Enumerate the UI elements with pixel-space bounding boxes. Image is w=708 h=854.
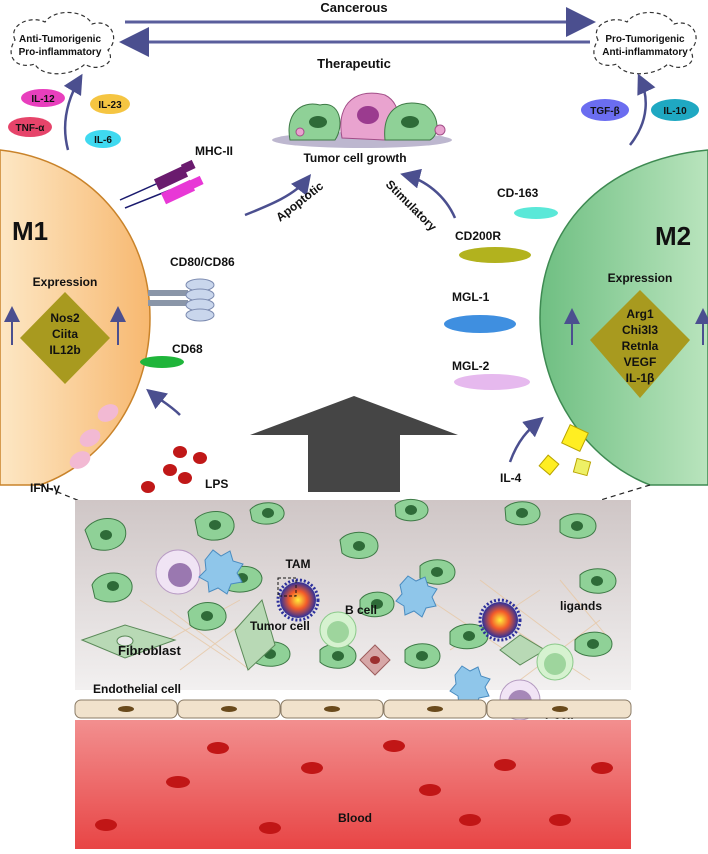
endothelial-label: Endothelial cell (93, 682, 181, 696)
cd200r-label: CD200R (455, 229, 501, 243)
m1-title: M1 (12, 216, 48, 246)
stimulatory-label: Stimulatory (383, 177, 440, 234)
m1-secretion-arrow (63, 73, 83, 151)
il23-pill (90, 94, 130, 114)
dendritic-cell-1 (198, 549, 244, 595)
left-cloud-line2: Pro-inflammatory (19, 47, 102, 58)
dendritic-cell-3 (449, 665, 491, 708)
m2-gene-box (590, 290, 690, 398)
cd163-label: CD-163 (497, 186, 539, 200)
endothelial-layer (74, 699, 632, 719)
tam-cell-1 (276, 578, 320, 622)
cd68-marker (140, 356, 184, 368)
left-cloud: Anti-Tumorigenic Pro-inflammatory (10, 11, 115, 75)
m1-gene-3: IL12b (49, 343, 80, 357)
m1-cytokines: IL-12 IL-23 TNF-α IL-6 (8, 89, 130, 148)
m2-secretion-arrow (629, 73, 656, 146)
il23-label: IL-23 (98, 100, 122, 111)
mgl1-label: MGL-1 (452, 290, 490, 304)
m1-expression-label: Expression (33, 275, 98, 289)
m2-expression-label: Expression (608, 271, 673, 285)
right-cloud-line1: Pro-Tumorigenic (605, 34, 685, 45)
tgf-label: TGF-β (590, 106, 619, 117)
mgl2-label: MGL-2 (452, 359, 490, 373)
tnf-label: TNF-α (16, 123, 46, 134)
m2-gene-3: Retnla (622, 339, 659, 353)
tumor-growth-label: Tumor cell growth (303, 151, 406, 165)
mgl1-marker (444, 315, 516, 333)
il10-label: IL-10 (663, 106, 687, 117)
central-up-arrow (250, 396, 458, 492)
tnf-pill (8, 117, 52, 137)
mhc-ii-receptor (119, 159, 204, 209)
tgf-pill (581, 99, 629, 121)
mgl2-marker (454, 374, 530, 390)
cd163-marker (514, 207, 558, 219)
m2-gene-5: IL-1β (626, 371, 655, 385)
cd80-cd86-receptor (148, 278, 215, 322)
tumor-cell-label: Tumor cell (250, 619, 310, 633)
il6-label: IL-6 (94, 135, 112, 146)
il4-label: IL-4 (500, 471, 522, 485)
tam-cell-2 (478, 598, 522, 642)
m1-gene-box (20, 292, 110, 384)
tumor-cluster (272, 92, 452, 148)
il10-pill (651, 99, 699, 121)
blood-label: Blood (338, 811, 372, 825)
fibroblast-label: Fibroblast (118, 643, 182, 658)
m2-gene-4: VEGF (624, 355, 657, 369)
il6-pill (85, 130, 121, 148)
therapeutic-label: Therapeutic (317, 56, 391, 71)
left-cloud-line1: Anti-Tumorigenic (19, 34, 101, 45)
ligands-label: ligands (560, 599, 602, 613)
m1-gene-1: Nos2 (50, 311, 80, 325)
cancerous-label: Cancerous (320, 0, 387, 15)
fibroblast-cell-2 (234, 598, 276, 671)
b-cell-2 (536, 643, 574, 681)
right-cloud: Pro-Tumorigenic Anti-inflammatory (593, 11, 697, 75)
b-cell-label: B cell (345, 603, 377, 617)
tam-label: TAM (285, 557, 310, 571)
m2-gene-1: Arg1 (626, 307, 654, 321)
dendritic-cell-2 (395, 575, 438, 618)
stimulatory-arrow (400, 168, 457, 219)
m2-title: M2 (655, 221, 691, 251)
il12-label: IL-12 (31, 94, 55, 105)
m2-cytokines: TGF-β IL-10 (581, 99, 699, 121)
tam-zoom-box (277, 577, 297, 597)
red-blood-cells (95, 740, 613, 834)
lps-molecules (141, 446, 207, 493)
il4-molecules (538, 424, 592, 477)
right-cloud-line2: Anti-inflammatory (602, 47, 688, 58)
immune-cell-large (155, 549, 201, 595)
tumor-cells (84, 498, 617, 669)
ifn-gamma-molecules (69, 404, 119, 469)
cd68-label: CD68 (172, 342, 203, 356)
m1-stimulus-arrow (146, 388, 181, 416)
mhc-ii-label: MHC-II (195, 144, 233, 158)
apoptotic-arrow (244, 174, 312, 217)
blood-vessel (75, 720, 631, 849)
b-cell (319, 611, 357, 649)
ifn-gamma-label: IFN-γ (30, 481, 60, 495)
m2-stimulus-arrow (508, 416, 544, 463)
m1-gene-2: Ciita (52, 327, 78, 341)
il12-pill (21, 89, 65, 107)
lps-label: LPS (205, 477, 228, 491)
cd200r-marker (459, 247, 531, 263)
m2-gene-2: Chi3l3 (622, 323, 658, 337)
cd80-label: CD80/CD86 (170, 255, 235, 269)
